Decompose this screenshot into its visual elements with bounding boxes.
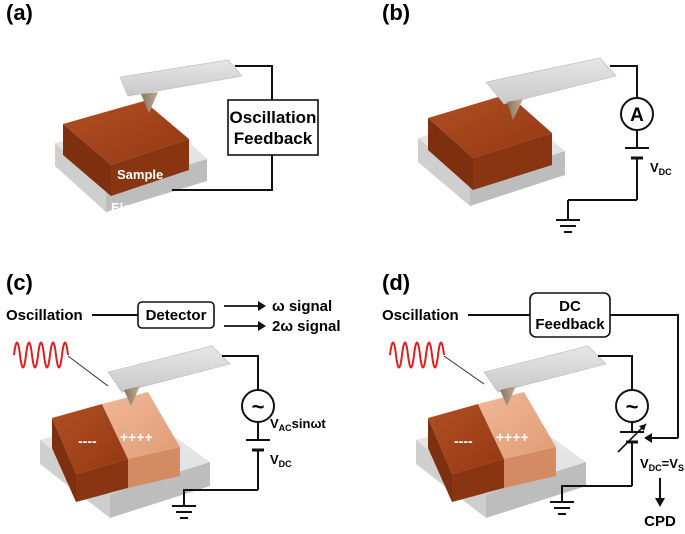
ammeter-symbol: A bbox=[630, 105, 644, 126]
oscillation-label: Oscillation bbox=[6, 307, 83, 324]
arrow-down-icon bbox=[655, 478, 665, 507]
wire bbox=[561, 485, 632, 502]
wire bbox=[183, 489, 258, 506]
oscillation-label: Oscillation bbox=[382, 307, 459, 324]
sample-block bbox=[428, 392, 556, 502]
ac-source-icon bbox=[241, 389, 275, 423]
pointer-line bbox=[443, 355, 485, 385]
wire bbox=[235, 65, 273, 100]
sample-block bbox=[63, 101, 189, 196]
ammeter-icon bbox=[620, 97, 654, 131]
sample-block bbox=[428, 94, 552, 190]
ground-icon bbox=[556, 219, 580, 233]
arrow-icon bbox=[224, 301, 266, 311]
cantilever bbox=[119, 59, 243, 113]
panel-d: (d) Oscillation DC Feedback ---- ++++ bbox=[382, 270, 684, 530]
wire bbox=[610, 314, 679, 438]
box-line2: Feedback bbox=[234, 129, 313, 148]
vdc-vs-label: VDC=VS bbox=[640, 456, 684, 473]
probe-tip bbox=[500, 386, 516, 406]
cantilever bbox=[107, 345, 231, 406]
detector-box bbox=[137, 301, 215, 329]
pointer-line bbox=[67, 355, 109, 387]
cantilever bbox=[483, 345, 607, 406]
detector-label: Detector bbox=[146, 307, 207, 324]
negative-charge: ---- bbox=[78, 433, 97, 449]
vdc-label: VDC bbox=[650, 160, 672, 177]
oscillation-wave-icon bbox=[13, 341, 69, 369]
ac-source-icon bbox=[615, 389, 649, 423]
ground-icon bbox=[550, 501, 574, 515]
oscillation-wave-icon bbox=[389, 341, 445, 369]
wire bbox=[222, 355, 259, 390]
dc-feedback-line2: Feedback bbox=[535, 316, 605, 333]
panel-b: (b) A VDC bbox=[382, 0, 672, 233]
wire bbox=[598, 355, 633, 390]
ground-icon bbox=[172, 505, 196, 519]
arrow-icon bbox=[644, 433, 678, 443]
box-line1: Oscillation bbox=[230, 108, 317, 127]
variable-battery-icon bbox=[617, 423, 647, 453]
arrow-icon bbox=[224, 321, 266, 331]
ac-symbol: ~ bbox=[252, 394, 265, 419]
sample-block bbox=[52, 392, 180, 502]
positive-charge: ++++ bbox=[496, 429, 529, 445]
panel-d-label: (d) bbox=[382, 270, 410, 295]
cantilever bbox=[485, 57, 617, 120]
vdc-label: VDC bbox=[270, 452, 292, 469]
panel-c-label: (c) bbox=[6, 270, 33, 295]
probe-tip bbox=[507, 99, 523, 120]
probe-tip bbox=[124, 386, 140, 406]
panel-b-label: (b) bbox=[382, 0, 410, 25]
oscillation-feedback-box bbox=[227, 99, 319, 156]
negative-charge: ---- bbox=[454, 433, 473, 449]
ac-symbol: ~ bbox=[626, 394, 639, 419]
panel-a: (a) Sample Electrode Oscillation Feedbac… bbox=[6, 0, 319, 215]
panel-c: (c) Oscillation Detector ω signal 2ω sig… bbox=[6, 270, 341, 519]
sample-label: Sample bbox=[117, 167, 163, 182]
omega-signal: ω signal bbox=[272, 298, 332, 315]
electrode-label: Electrode bbox=[111, 200, 170, 215]
battery-icon bbox=[625, 147, 649, 160]
two-omega-signal: 2ω signal bbox=[272, 318, 341, 335]
positive-charge: ++++ bbox=[120, 429, 153, 445]
wire bbox=[610, 65, 638, 98]
vac-label: VACsinωt bbox=[270, 416, 326, 433]
probe-tip bbox=[141, 92, 158, 113]
panel-a-label: (a) bbox=[6, 0, 33, 25]
battery-icon bbox=[246, 439, 270, 452]
dc-feedback-line1: DC bbox=[559, 298, 581, 315]
wire bbox=[172, 155, 273, 191]
cpd-label: CPD bbox=[644, 513, 676, 530]
